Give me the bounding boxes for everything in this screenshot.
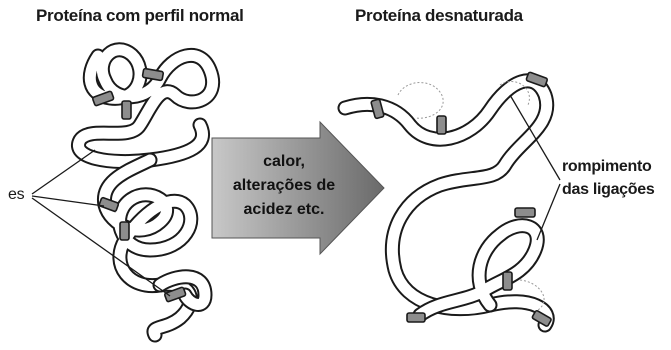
pointer-line: [32, 150, 95, 194]
normal-protein: [32, 50, 213, 335]
bonds-label: es: [8, 186, 24, 204]
bond-band: [515, 208, 535, 217]
bond-band: [503, 272, 512, 290]
bond-band: [122, 101, 131, 119]
arrow-caption-line: acidez etc.: [218, 198, 350, 222]
arrow-caption: calor, alterações de acidez etc.: [218, 150, 350, 222]
arrow-caption-line: calor,: [218, 150, 350, 174]
pointer-line: [537, 184, 560, 240]
pointer-line: [32, 196, 104, 206]
bond-band: [120, 222, 129, 240]
title-normal-protein: Proteína com perfil normal: [36, 6, 244, 26]
bond-band: [407, 313, 425, 322]
bond-break-label-line2: das ligações: [562, 181, 654, 199]
bond-break-label-line1: rompimento: [562, 158, 651, 176]
title-denatured-protein: Proteína desnaturada: [355, 6, 523, 26]
arrow-caption-line: alterações de: [218, 174, 350, 198]
bond-band: [437, 116, 446, 134]
denatured-protein: [345, 72, 560, 327]
